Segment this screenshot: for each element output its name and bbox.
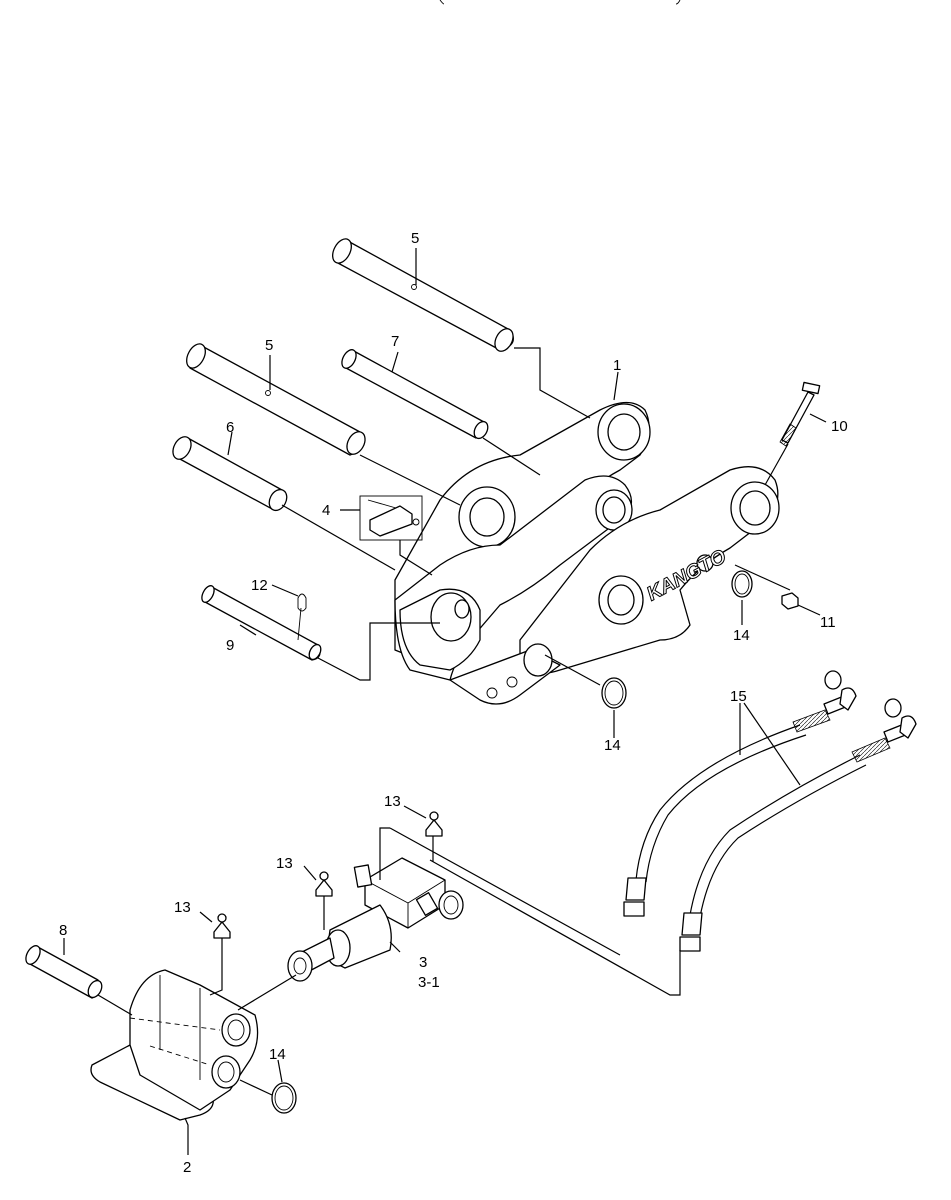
label-13-a: 13 [384, 793, 401, 810]
leader-lines [63, 248, 827, 1155]
pin-5-top [332, 238, 514, 352]
hoses-15 [623, 670, 917, 952]
pin-9 [201, 585, 322, 661]
label-9: 9 [226, 637, 234, 654]
label-13-c: 13 [174, 899, 191, 916]
label-7: 7 [391, 333, 399, 350]
ring-14-lower [271, 1082, 297, 1114]
label-14-upper: 14 [733, 627, 750, 644]
pin-5-middle [186, 343, 366, 456]
label-8: 8 [59, 922, 67, 939]
hook-2 [90, 969, 259, 1121]
part-labels: 5 5 7 1 10 6 4 12 9 11 14 14 15 13 13 13… [59, 230, 848, 1176]
label-12: 12 [251, 577, 268, 594]
coupler-body-1: KANGTO [394, 401, 780, 705]
label-10: 10 [831, 418, 848, 435]
label-14-lower: 14 [269, 1046, 286, 1063]
pin-8 [25, 945, 103, 999]
label-5-top: 5 [411, 230, 419, 247]
grease-nipple-13-c [213, 913, 231, 939]
cylinder-3 [287, 857, 464, 982]
label-3-1: 3-1 [418, 974, 440, 991]
label-13-b: 13 [276, 855, 293, 872]
label-3: 3 [419, 954, 427, 971]
label-4: 4 [322, 502, 330, 519]
label-1: 1 [613, 357, 621, 374]
clip-12 [297, 593, 307, 641]
label-5-middle: 5 [265, 337, 273, 354]
label-11: 11 [820, 614, 836, 631]
nut-11 [781, 592, 799, 610]
label-15: 15 [730, 688, 747, 705]
label-14-middle: 14 [604, 737, 621, 754]
label-6: 6 [226, 419, 234, 436]
grease-nipple-13-b [315, 871, 333, 897]
bolt-10 [779, 381, 821, 447]
ring-14-upper [731, 570, 753, 598]
pin-6 [172, 436, 288, 512]
pin-7 [341, 349, 489, 440]
ring-14-middle [601, 677, 627, 709]
grease-nipple-13-a [425, 811, 443, 837]
lock-plate-4 [359, 495, 423, 541]
title-remnant [439, 0, 681, 5]
label-2: 2 [183, 1159, 191, 1176]
